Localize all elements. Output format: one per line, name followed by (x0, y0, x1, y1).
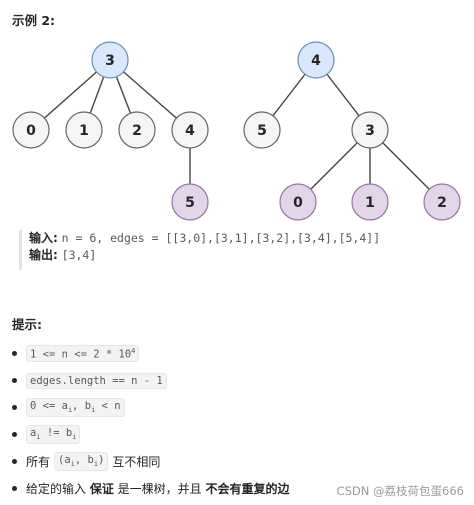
tree-node-label: 4 (311, 53, 321, 69)
tree-node: 2 (423, 183, 461, 221)
watermark: CSDN @荔枝荷包蛋666 (336, 484, 464, 498)
constraints-list: 1 <= n <= 2 * 104 edges.length == n - 1 … (12, 340, 290, 502)
constraint-text: 互不相同 (112, 455, 161, 469)
tree-node: 4 (297, 41, 335, 79)
tree-node-label: 2 (437, 195, 447, 211)
tree-node-label: 4 (185, 123, 195, 139)
tips-heading: 提示: (12, 317, 42, 332)
tree-node-label: 3 (365, 123, 375, 139)
tree-node: 1 (351, 183, 389, 221)
constraint-code: edges.length == n - 1 (26, 372, 167, 389)
tree-node-circle (171, 111, 209, 149)
tree-node: 2 (118, 111, 156, 149)
tree-node: 1 (65, 111, 103, 149)
tree-node-label: 0 (26, 123, 36, 139)
list-item: 给定的输入 保证 是一棵树，并且 不会有重复的边 (12, 475, 290, 502)
tree-node: 3 (351, 111, 389, 149)
list-item: 所有 (ai, bi) 互不相同 (12, 448, 290, 475)
tree-node-circle (351, 111, 389, 149)
input-value: n = 6, edges = [[3,0],[3,1],[3,2],[3,4],… (61, 231, 381, 245)
tree-diagram: 3 0 1 2 4 5 4 5 3 0 1 2 (12, 41, 461, 221)
tree-node-label: 3 (105, 53, 115, 69)
tree-node-circle (423, 183, 461, 221)
tree-node-label: 0 (293, 195, 303, 211)
tree-node: 3 (91, 41, 129, 79)
tree-node-circle (171, 183, 209, 221)
tree-node-label: 5 (185, 195, 195, 211)
list-item: 0 <= ai, bi < n (12, 394, 290, 421)
constraint-bold: 不会有重复的边 (205, 482, 290, 496)
tree-node-circle (297, 41, 335, 79)
tree-node-circle (65, 111, 103, 149)
tree-node-circle (118, 111, 156, 149)
tree-node-circle (91, 41, 129, 79)
tree-node-label: 1 (365, 195, 375, 211)
input-label: 输入: (29, 231, 58, 245)
tree-node: 5 (171, 183, 209, 221)
constraint-code: (ai, bi) (54, 452, 109, 471)
constraint-bold: 保证 (89, 482, 114, 496)
output-line: 输出: [3,4] (29, 247, 419, 264)
constraint-text: 所有 (26, 455, 51, 469)
constraint-code: 1 <= n <= 2 * 104 (26, 344, 140, 363)
tree-node-label: 1 (79, 123, 89, 139)
output-value: [3,4] (61, 248, 97, 262)
tree-node-circle (12, 111, 50, 149)
constraint-code: 0 <= ai, bi < n (26, 398, 125, 417)
tree-node-label: 2 (132, 123, 142, 139)
constraint-code: ai != bi (26, 425, 81, 444)
list-item: edges.length == n - 1 (12, 367, 290, 394)
example-heading: 示例 2: (12, 13, 56, 28)
output-label: 输出: (29, 248, 58, 262)
tree-node-circle (279, 183, 317, 221)
list-item: 1 <= n <= 2 * 104 (12, 340, 290, 367)
tree-node-circle (351, 183, 389, 221)
constraint-text: 是一棵树，并且 (113, 482, 206, 496)
tree-node: 0 (279, 183, 317, 221)
list-item: ai != bi (12, 421, 290, 448)
tree-node-label: 5 (257, 123, 267, 139)
constraint-text: 给定的输入 (26, 482, 90, 496)
input-line: 输入: n = 6, edges = [[3,0],[3,1],[3,2],[3… (29, 230, 419, 247)
tree-node: 0 (12, 111, 50, 149)
tree-node: 5 (243, 111, 281, 149)
tree-node-circle (243, 111, 281, 149)
tree-node: 4 (171, 111, 209, 149)
example-io-block: 输入: n = 6, edges = [[3,0],[3,1],[3,2],[3… (19, 230, 419, 270)
